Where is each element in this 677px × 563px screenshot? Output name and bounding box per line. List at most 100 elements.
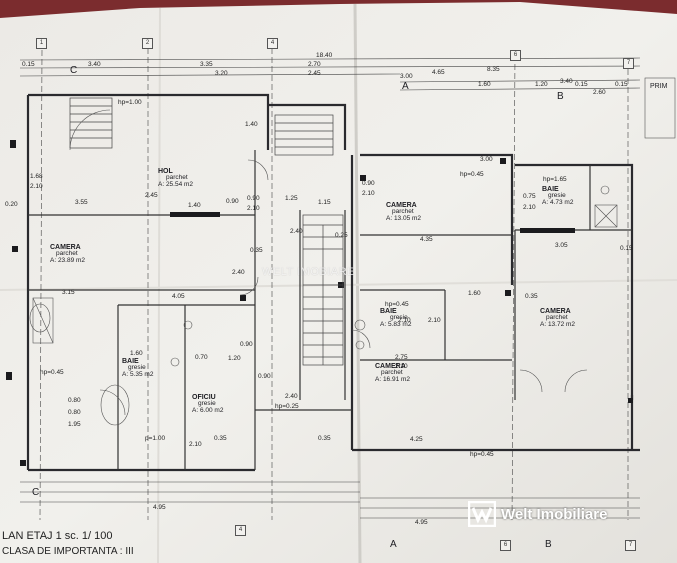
- level-label: hp=1.65: [543, 176, 567, 183]
- dimension-label: 2.10: [362, 190, 375, 197]
- room-area: A: 23.89 m2: [50, 256, 86, 264]
- room-area: A: 5.83 m2: [380, 320, 412, 328]
- dimension-label: 0.90: [362, 180, 375, 187]
- dimension-label: 0.80: [68, 397, 81, 404]
- brand-name: Welt Imobiliare: [501, 505, 608, 523]
- watermark-text: WELT IMOBIARE: [262, 266, 355, 278]
- dimension-label: 0.15: [615, 81, 628, 88]
- dimension-label: 0.90: [240, 341, 253, 348]
- side-label: PRIM: [650, 83, 668, 90]
- level-label: hp=1.00: [118, 99, 142, 106]
- axis-marker: 1: [36, 38, 47, 49]
- room-label: BAIE gresie A: 5.35 m2: [122, 358, 153, 378]
- room-floor: parchet: [392, 208, 414, 215]
- dimension-label: 2.45: [308, 70, 321, 77]
- dimension-label: 2.10: [30, 183, 43, 190]
- dimension-label: 2.45: [145, 192, 158, 199]
- level-label: hp=0.45: [470, 451, 494, 458]
- dimension-label: 1.68: [30, 173, 43, 180]
- room-area: A: 13.72 m2: [540, 320, 576, 328]
- level-label: hp=0.25: [275, 403, 299, 410]
- dimension-label: 1.40: [188, 202, 201, 209]
- axis-marker: 7: [623, 58, 634, 69]
- dimension-label: 3.00: [480, 156, 493, 163]
- dimension-label: 2.75: [395, 354, 408, 361]
- room-area: A: 6.00 m2: [192, 406, 224, 414]
- room-floor: parchet: [56, 250, 78, 257]
- dimension-label: 2.10: [395, 363, 408, 370]
- plan-title: LAN ETAJ 1 sc. 1/ 100: [2, 530, 113, 542]
- dimension-label: 2.70: [308, 61, 321, 68]
- dimension-label: 3.20: [215, 70, 228, 77]
- room-floor: gresie: [198, 400, 216, 407]
- dimension-label: 0.15: [575, 81, 588, 88]
- dimension-label: 3.35: [200, 61, 213, 68]
- room-area: A: 16.91 m2: [375, 375, 411, 383]
- dimension-label: 1.40: [245, 121, 258, 128]
- dimension-label: 0.35: [525, 293, 538, 300]
- dimension-label: 0.15: [22, 61, 35, 68]
- room-name: BAIE: [122, 358, 139, 365]
- dimension-label: 0.90: [258, 373, 271, 380]
- room-area: A: 25.54 m2: [158, 180, 194, 188]
- room-area: A: 4.73 m2: [542, 198, 574, 206]
- dimension-label: 0.35: [214, 435, 227, 442]
- dimension-label: 3.40: [560, 78, 573, 85]
- dimension-label: 1.60: [468, 290, 481, 297]
- dimension-label: 0.70: [195, 354, 208, 361]
- room-name: OFICIU: [192, 394, 216, 401]
- room-label: CAMERA parchet A: 16.91 m2: [375, 363, 410, 383]
- axis-letter: B: [545, 539, 552, 550]
- axis-marker: 6: [500, 540, 511, 551]
- room-label: BAIE gresie A: 5.83 m2: [380, 308, 411, 328]
- dimension-label: 2.40: [285, 393, 298, 400]
- dimension-label: 2.10: [523, 204, 536, 211]
- dimension-label: 8.35: [487, 66, 500, 73]
- room-name: CAMERA: [375, 363, 406, 370]
- dimension-label: 0.35: [250, 247, 263, 254]
- brand-logo: Welt Imobiliare: [468, 501, 607, 527]
- dimension-label: 2.10: [247, 205, 260, 212]
- room-name: CAMERA: [50, 244, 81, 251]
- dimension-label: 18.40: [316, 52, 333, 59]
- dimension-label: 2.10: [428, 317, 441, 324]
- dimension-label: 0.80: [68, 409, 81, 416]
- room-label: CAMERA parchet A: 23.89 m2: [50, 244, 85, 264]
- level-label: p=1.00: [145, 435, 166, 442]
- dimension-label: 0.75: [523, 193, 536, 200]
- axis-marker: 6: [510, 50, 521, 61]
- dimension-label: 3.00: [400, 73, 413, 80]
- dimension-label: 4.05: [172, 293, 185, 300]
- dimension-label: 2.40: [232, 269, 245, 276]
- brand-mark-icon: [468, 501, 496, 527]
- dimension-label: 3.15: [62, 289, 75, 296]
- dimension-label: 1.95: [68, 421, 81, 428]
- dimension-label: 1.20: [228, 355, 241, 362]
- dimension-label: 0.15: [620, 245, 633, 252]
- dimension-label: 0.35: [318, 435, 331, 442]
- axis-letter: B: [557, 91, 564, 102]
- dimension-label: 0.25: [335, 232, 348, 239]
- axis-letter: A: [390, 539, 397, 550]
- room-name: HOL: [158, 168, 173, 175]
- axis-letter: A: [402, 81, 409, 92]
- room-floor: gresie: [128, 364, 146, 371]
- room-name: BAIE: [542, 186, 559, 193]
- axis-marker: 2: [142, 38, 153, 49]
- dimension-label: 1.60: [478, 81, 491, 88]
- dimension-label: 0.20: [5, 201, 18, 208]
- room-floor: gresie: [390, 314, 408, 321]
- room-label: CAMERA parchet A: 13.05 m2: [386, 202, 421, 222]
- dimension-label: 1.15: [318, 199, 331, 206]
- room-area: A: 5.35 m2: [122, 370, 154, 378]
- room-name: CAMERA: [540, 308, 571, 315]
- dimension-label: 2.10: [189, 441, 202, 448]
- dimension-label: 4.35: [420, 236, 433, 243]
- dimension-label: 4.65: [432, 69, 445, 76]
- dimension-label: 2.10: [398, 317, 411, 324]
- room-name: CAMERA: [386, 202, 417, 209]
- room-floor: parchet: [166, 174, 188, 181]
- dimension-label: 1.25: [285, 195, 298, 202]
